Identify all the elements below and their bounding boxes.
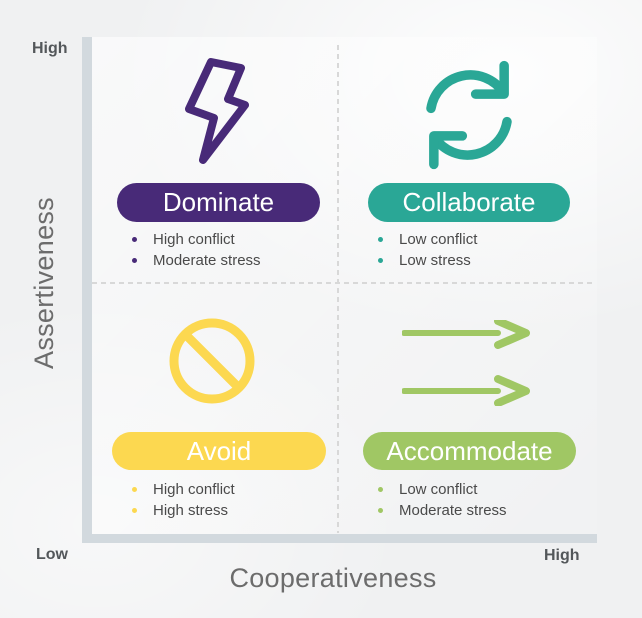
bullet-item: Low stress	[378, 250, 477, 271]
bullet-item: High conflict	[132, 479, 235, 500]
lightning-bolt-icon	[180, 55, 250, 167]
bullet-item: Low conflict	[378, 479, 507, 500]
x-axis-title: Cooperativeness	[229, 563, 437, 593]
x-axis-high-label: High	[544, 547, 580, 564]
bullet-text: High conflict	[153, 231, 235, 248]
x-axis-low-label: Low	[36, 546, 68, 563]
bullet-text: High stress	[153, 502, 229, 519]
accommodate-pill-label: Accommodate	[363, 432, 576, 470]
collaborate-pill-label: Collaborate	[368, 183, 570, 222]
bullet-dot	[378, 237, 383, 242]
vertical-divider-dashed-line	[337, 45, 339, 533]
bullet-text: Moderate stress	[399, 502, 507, 519]
x-axis-line	[82, 534, 597, 543]
bullet-item: High stress	[132, 500, 235, 521]
double-right-arrows-icon	[402, 320, 530, 406]
no-entry-icon	[165, 314, 259, 408]
bullet-dot	[132, 508, 137, 513]
bullet-dot	[378, 487, 383, 492]
bullet-item: Moderate stress	[378, 500, 507, 521]
collaborate-bullet-list: Low conflict Low stress	[378, 229, 477, 271]
horizontal-divider-dashed-line	[92, 282, 596, 284]
bullet-dot	[132, 258, 137, 263]
bullet-text: High conflict	[153, 481, 235, 498]
bullet-text: Low conflict	[399, 231, 478, 248]
bullet-item: High conflict	[132, 229, 261, 250]
bullet-item: Moderate stress	[132, 250, 261, 271]
bullet-text: Low conflict	[399, 481, 478, 498]
y-axis-high-label: High	[32, 40, 68, 57]
y-axis-line	[82, 37, 92, 543]
bullet-text: Low stress	[399, 252, 471, 269]
sync-arrows-icon	[412, 58, 526, 172]
bullet-text: Moderate stress	[153, 252, 261, 269]
bullet-dot	[378, 258, 383, 263]
accommodate-bullet-list: Low conflict Moderate stress	[378, 479, 507, 521]
bullet-dot	[132, 237, 137, 242]
dominate-pill-label: Dominate	[117, 183, 320, 222]
avoid-pill-label: Avoid	[112, 432, 326, 470]
dominate-bullet-list: High conflict Moderate stress	[132, 229, 261, 271]
bullet-dot	[378, 508, 383, 513]
y-axis-title: Assertiveness	[29, 197, 59, 369]
avoid-bullet-list: High conflict High stress	[132, 479, 235, 521]
bullet-item: Low conflict	[378, 229, 477, 250]
bullet-dot	[132, 487, 137, 492]
